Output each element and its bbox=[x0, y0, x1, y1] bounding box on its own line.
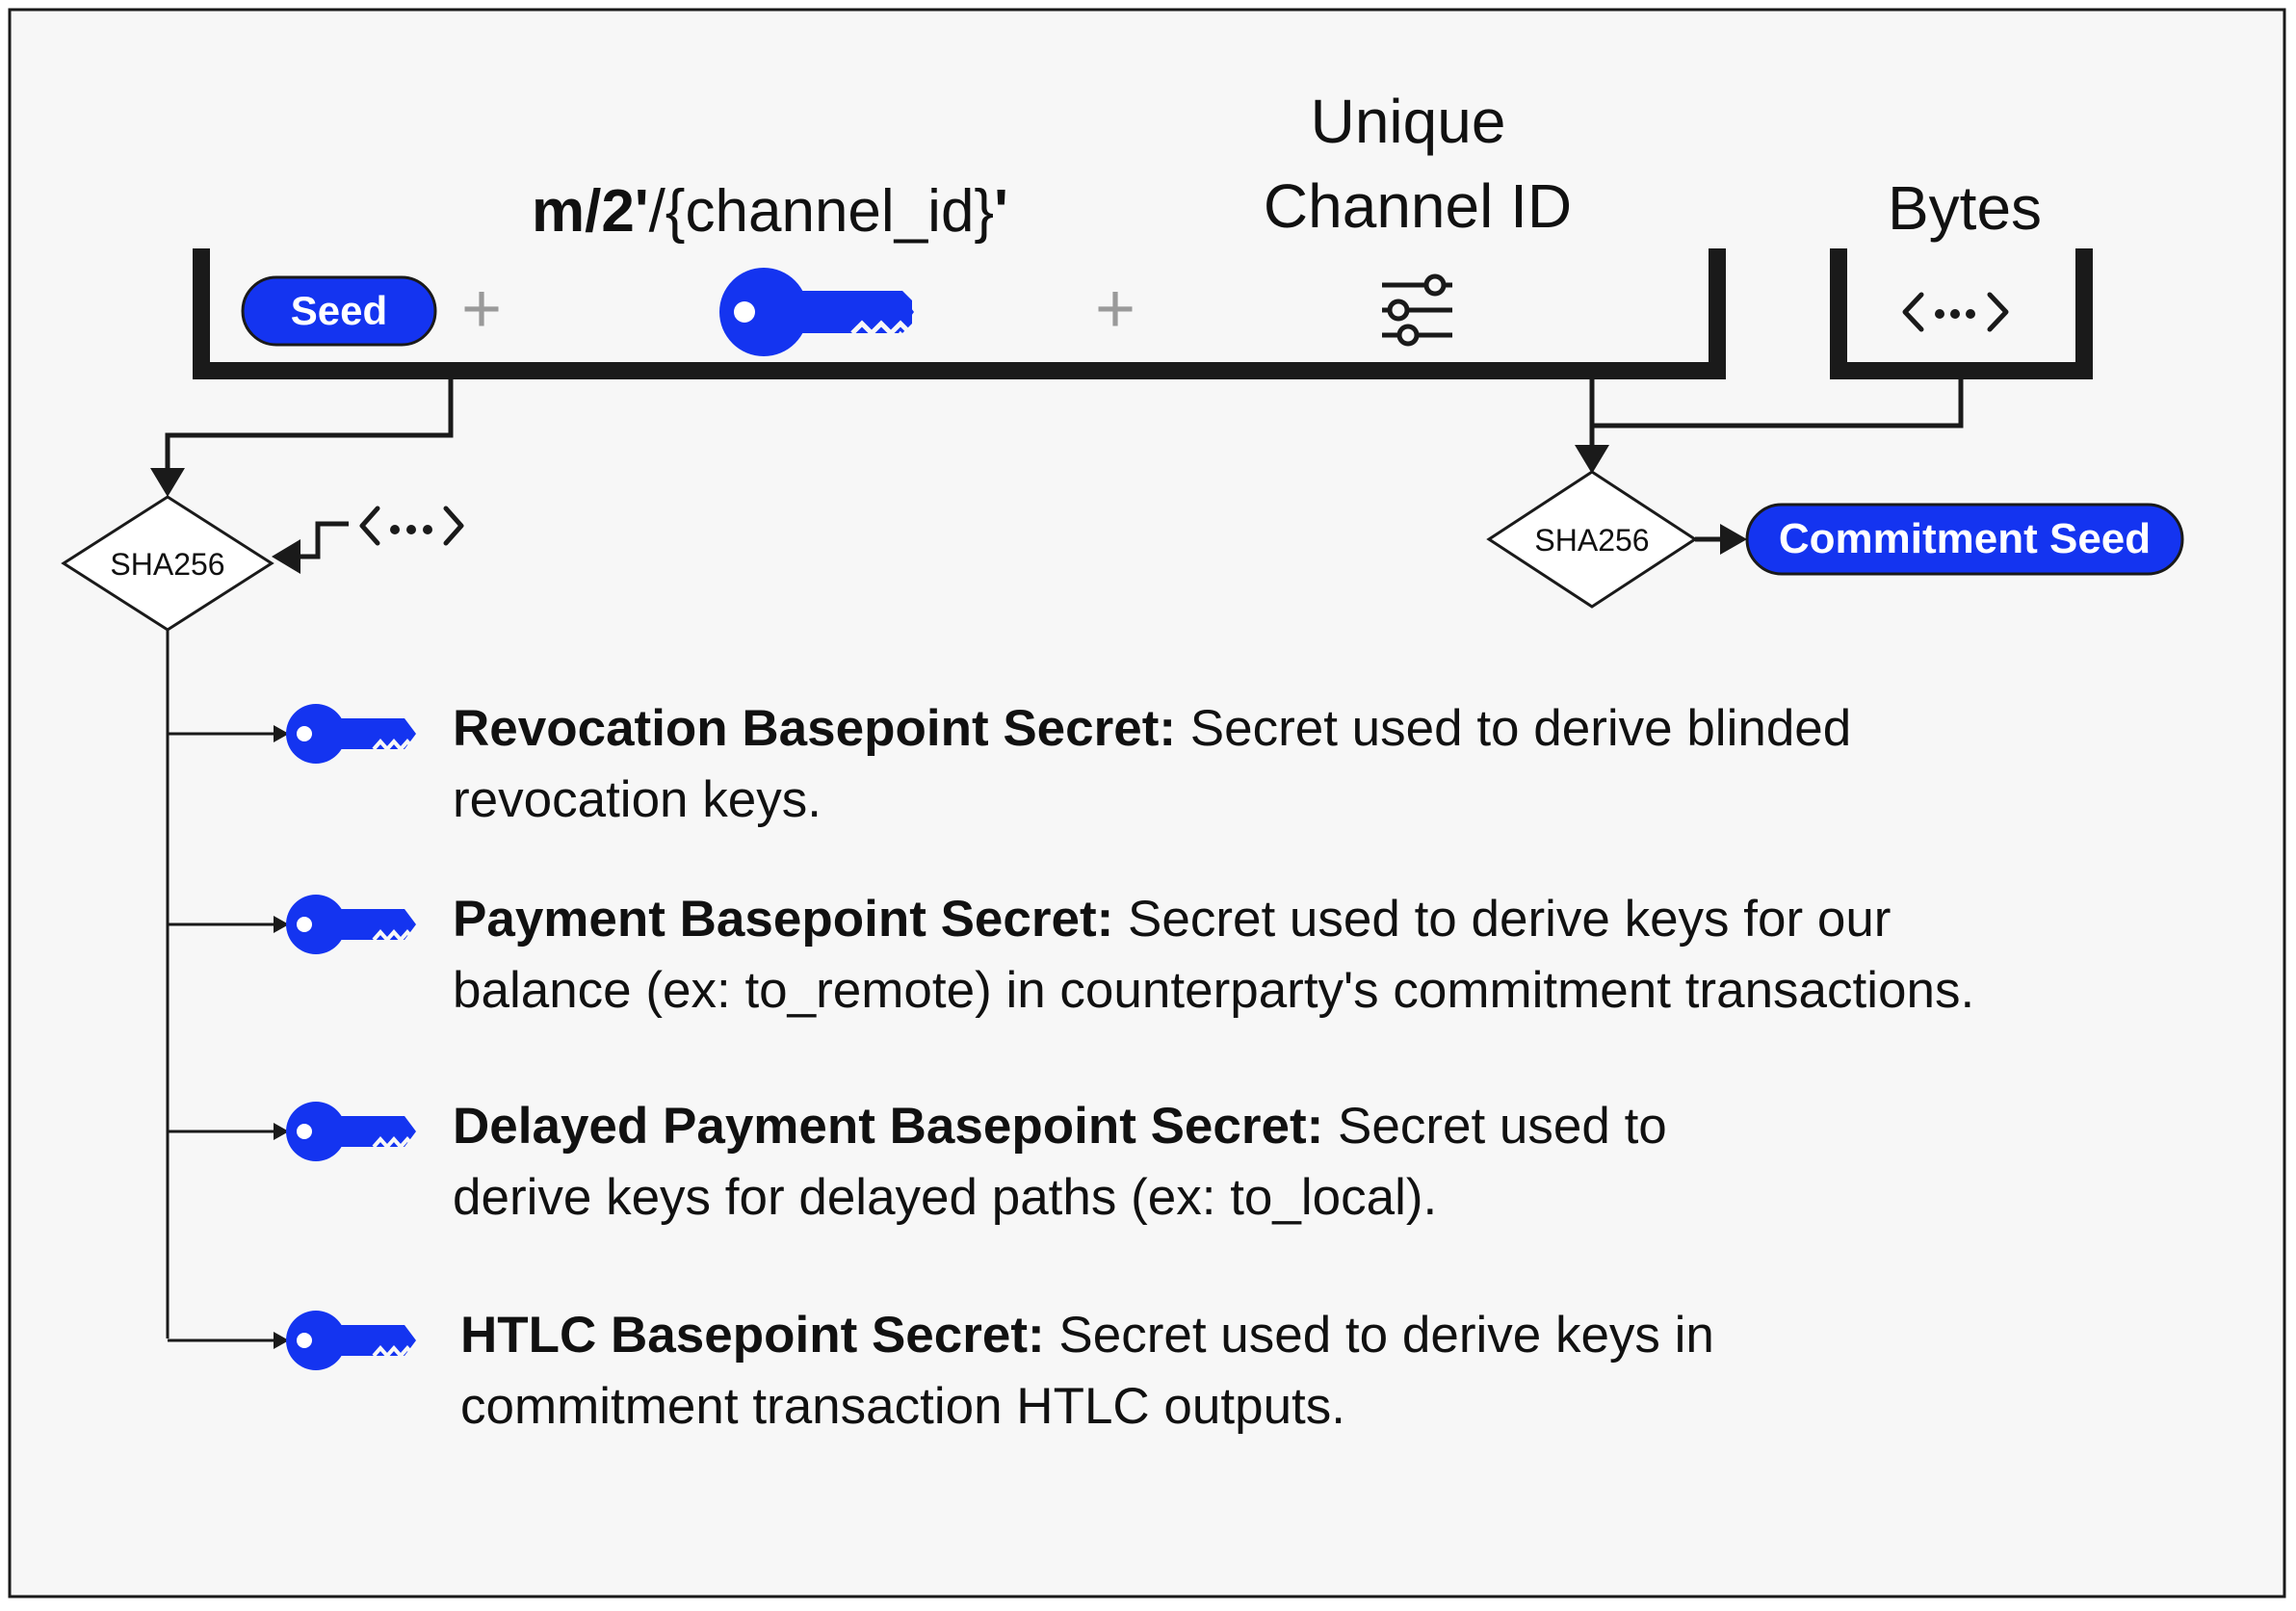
arrow-icon bbox=[274, 916, 289, 933]
key-icon bbox=[286, 1311, 416, 1370]
secret-row: HTLC Basepoint Secret: Secret used to de… bbox=[168, 1307, 1714, 1435]
arrow-icon bbox=[274, 1332, 289, 1349]
bytes-label: Bytes bbox=[1888, 173, 2042, 243]
secret-description-line1: HTLC Basepoint Secret: Secret used to de… bbox=[460, 1307, 1714, 1364]
derivation-path-bold: m/2' bbox=[532, 178, 649, 245]
key-icon bbox=[286, 895, 416, 954]
sha256-left-label: SHA256 bbox=[110, 547, 224, 582]
plus-sign: + bbox=[1095, 271, 1135, 348]
secret-description-line2: commitment transaction HTLC outputs. bbox=[460, 1378, 1345, 1435]
connector-extra-bytes bbox=[297, 521, 349, 559]
arrow-icon bbox=[274, 1123, 289, 1140]
key-icon bbox=[719, 268, 914, 356]
secret-title: HTLC Basepoint Secret: bbox=[460, 1307, 1045, 1364]
sha256-left-node: SHA256 bbox=[61, 495, 274, 632]
bytes-bracket bbox=[1830, 248, 2093, 379]
sliders-icon bbox=[1382, 273, 1452, 347]
seed-pill: Seed bbox=[241, 275, 437, 347]
unique-label-line1: Unique bbox=[1311, 87, 1506, 156]
secret-description: Secret used to derive blinded bbox=[1176, 700, 1851, 757]
key-icon bbox=[286, 704, 416, 764]
arrow-icon bbox=[274, 725, 289, 742]
secret-row: Payment Basepoint Secret: Secret used to… bbox=[168, 891, 1974, 1019]
secret-title: Revocation Basepoint Secret: bbox=[453, 700, 1176, 757]
commitment-seed-label: Commitment Seed bbox=[1779, 515, 2151, 562]
secret-description: Secret used to derive keys for our bbox=[1113, 891, 1891, 948]
input-bracket bbox=[193, 248, 1726, 379]
bracket-right-bar bbox=[1709, 248, 1726, 379]
secret-description-line1: Revocation Basepoint Secret: Secret used… bbox=[453, 700, 1851, 757]
arrow-icon bbox=[1720, 524, 1747, 555]
derivation-path-label: m/2'/{channel_id}' bbox=[532, 178, 1008, 245]
seed-label: Seed bbox=[291, 288, 387, 333]
secret-description: Secret used to bbox=[1323, 1098, 1666, 1155]
unique-label-line2: Channel ID bbox=[1264, 171, 1572, 241]
code-bytes-icon bbox=[359, 506, 464, 546]
code-bytes-icon bbox=[1902, 292, 2009, 332]
sha256-right-label: SHA256 bbox=[1534, 523, 1649, 558]
secret-title: Payment Basepoint Secret: bbox=[453, 891, 1113, 948]
arrow-icon bbox=[272, 539, 300, 574]
connector-bytes-to-hash bbox=[1592, 379, 1964, 429]
bracket-left-bar bbox=[193, 248, 210, 379]
secret-description-line2: revocation keys. bbox=[453, 771, 822, 828]
arrow-icon bbox=[150, 468, 185, 497]
bracket-bottom-bar bbox=[193, 362, 1726, 379]
sha256-right-node: SHA256 bbox=[1486, 470, 1698, 609]
secret-title: Delayed Payment Basepoint Secret: bbox=[453, 1098, 1323, 1155]
commitment-seed-pill: Commitment Seed bbox=[1745, 503, 2184, 576]
derivation-path-tail: ' bbox=[994, 178, 1008, 245]
secret-row: Revocation Basepoint Secret: Secret used… bbox=[168, 700, 1851, 828]
secrets-list: Revocation Basepoint Secret: Secret used… bbox=[168, 700, 1974, 1435]
connectors bbox=[165, 379, 1964, 559]
connector-seed-to-hash bbox=[165, 379, 454, 470]
key-icon bbox=[286, 1102, 416, 1161]
derivation-path-rest: /{channel_id} bbox=[649, 178, 995, 245]
plus-sign: + bbox=[461, 271, 502, 348]
secret-description-line1: Delayed Payment Basepoint Secret: Secret… bbox=[453, 1098, 1667, 1155]
secret-description-line2: balance (ex: to_remote) in counterparty'… bbox=[453, 962, 1974, 1019]
secret-description-line2: derive keys for delayed paths (ex: to_lo… bbox=[453, 1169, 1437, 1226]
secret-description-line1: Payment Basepoint Secret: Secret used to… bbox=[453, 891, 1891, 948]
arrow-icon bbox=[1575, 445, 1609, 474]
secret-description: Secret used to derive keys in bbox=[1045, 1307, 1714, 1364]
secret-row: Delayed Payment Basepoint Secret: Secret… bbox=[168, 1098, 1667, 1226]
